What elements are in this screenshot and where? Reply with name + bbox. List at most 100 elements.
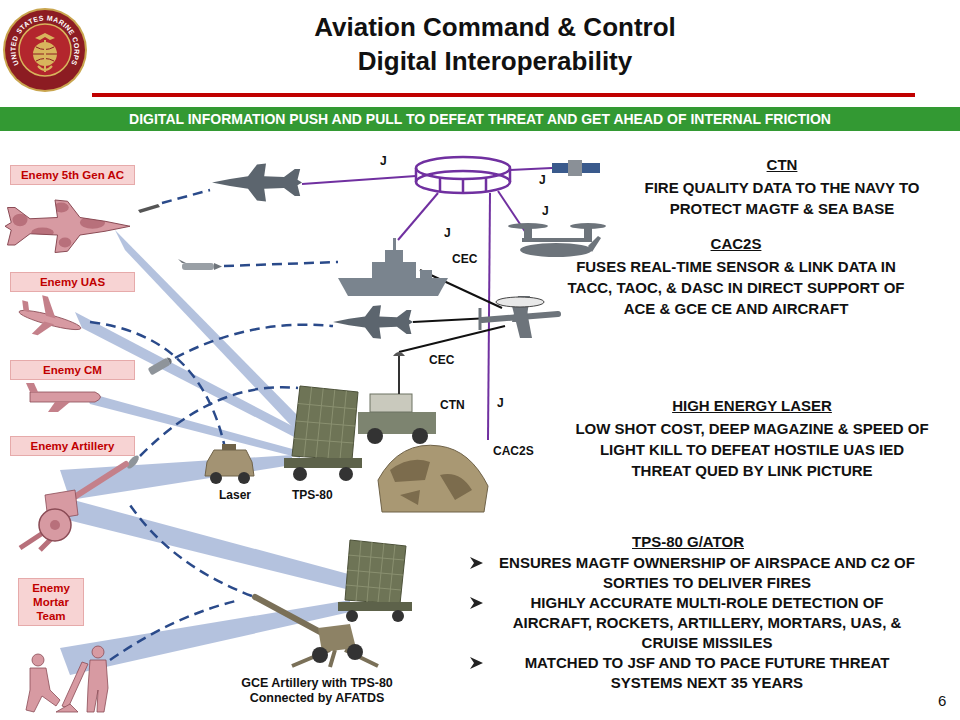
usmc-seal (38, 40, 52, 72)
tiltrotor (508, 223, 548, 229)
enemy-mortar-team (26, 668, 60, 712)
header-rule (92, 93, 915, 97)
air-missile (182, 263, 214, 270)
node-text: Enemy CM (14, 363, 131, 377)
enemy-mortar-team (26, 646, 108, 712)
block-text: FIRE QUALITY DATA TO THE NAVY TO PROTECT… (617, 177, 947, 219)
tiltrotor (570, 223, 606, 229)
bullet-text: MATCHED TO JSF AND TO PACE FUTURE THREAT… (492, 653, 922, 693)
network-ring (416, 157, 510, 193)
banner-strip: DIGITAL INFORMATION PUSH AND PULL TO DEF… (0, 107, 960, 131)
air-missile (138, 204, 160, 213)
enemy-drone (37, 295, 60, 318)
laser-vehicle (238, 472, 250, 484)
data-link-line (302, 176, 416, 184)
friendly-howitzer (292, 650, 378, 667)
enemy-mortar-team (32, 654, 44, 666)
radar-unit (284, 458, 362, 468)
threat-label: Enemy UAS (10, 272, 135, 292)
enemy-howitzer (39, 509, 71, 541)
threat-track (128, 502, 252, 596)
seal-lettering: UNITED STATES MARINE CORPS (9, 14, 80, 66)
cec-link-line (413, 318, 490, 322)
air-missile (178, 259, 186, 263)
tiltrotor (522, 238, 592, 242)
early-warning-aircraft (496, 297, 544, 307)
enemy-fighter (59, 238, 72, 248)
threat-label: Enemy Artillery (10, 436, 135, 456)
node-text: Enemy 5th Gen AC (14, 168, 131, 182)
navy-ship (420, 270, 432, 278)
enemy-cruise-missile (26, 383, 101, 412)
bullet-arrow (470, 557, 483, 569)
seal-lettering: UNITED STATES MARINE CORPS (9, 14, 80, 66)
data-link-line (498, 191, 528, 236)
enemy-cruise-missile (48, 402, 70, 412)
page-number: 6 (938, 692, 946, 710)
data-link-line (398, 193, 438, 240)
rocket-round (148, 356, 174, 375)
navy-ship (372, 262, 416, 278)
satellite (552, 160, 600, 176)
seal-lettering: UNITED STATES MARINE CORPS (9, 14, 80, 66)
friendly-jet (333, 305, 413, 339)
block-heading: CAC2S (566, 234, 906, 254)
enemy-fighter (31, 228, 54, 238)
friendly-jet (333, 305, 413, 339)
early-warning-aircraft (479, 308, 482, 330)
bullet-arrow (470, 557, 484, 569)
link-tag: J (444, 226, 451, 240)
tiltrotor (588, 236, 601, 252)
rocket-round (167, 356, 174, 364)
radar-unit (293, 467, 307, 481)
comm-vehicle (398, 356, 400, 394)
friendly-jet (212, 164, 302, 202)
enemy-fighter (5, 200, 130, 253)
radar-unit (292, 386, 358, 460)
enemy-mortar-team (92, 646, 104, 658)
command-shelters (378, 445, 488, 512)
laser-vehicle (222, 444, 236, 450)
comm-vehicle (367, 428, 383, 444)
header-rule (92, 93, 915, 97)
enemy-howitzer (50, 520, 60, 530)
friendly-howitzer (255, 597, 378, 667)
network-ring (416, 168, 510, 193)
link-tag: J (497, 396, 504, 410)
block-heading: CTN (617, 155, 947, 175)
friendly-howitzer (312, 647, 328, 663)
enemy-drone (32, 319, 54, 338)
friendly-howitzer (347, 644, 363, 660)
laser-vehicle (205, 444, 254, 484)
tiltrotor (520, 243, 592, 257)
air-missile (178, 259, 222, 270)
radar-unit (346, 541, 404, 603)
radar-unit (345, 540, 406, 604)
system-tag: TPS-80 (292, 488, 333, 502)
node-text: Enemy Artillery (14, 439, 131, 453)
radar-unit (339, 467, 353, 481)
bullet-text: ENSURES MAGTF OWNERSHIP OF AIRSPACE AND … (492, 553, 922, 593)
laser-vehicle (205, 450, 254, 476)
friendly-jet (212, 164, 302, 202)
enemy-cruise-missile (30, 392, 101, 402)
air-missile (214, 263, 222, 270)
usmc-seal: UNITED STATES MARINE CORPS (3, 8, 87, 92)
threat-label: Enemy 5th Gen AC (10, 165, 135, 185)
usmc-seal (3, 8, 87, 92)
threat-track (175, 325, 333, 358)
node-text: Enemy UAS (14, 275, 131, 289)
network-ring (416, 157, 510, 179)
threat-track (140, 387, 298, 456)
link-tag: J (539, 173, 546, 187)
enemy-mortar-team (62, 662, 88, 708)
slide-title: Aviation Command & Control Digital Inter… (285, 10, 705, 78)
cec-link-line (399, 326, 505, 352)
radar-unit (294, 387, 357, 459)
block-heading: HIGH ENERGY LASER (572, 396, 932, 416)
radar-unit (338, 540, 412, 622)
threat-track (110, 600, 240, 660)
tiltrotor (508, 223, 606, 257)
air-missile (138, 204, 160, 213)
